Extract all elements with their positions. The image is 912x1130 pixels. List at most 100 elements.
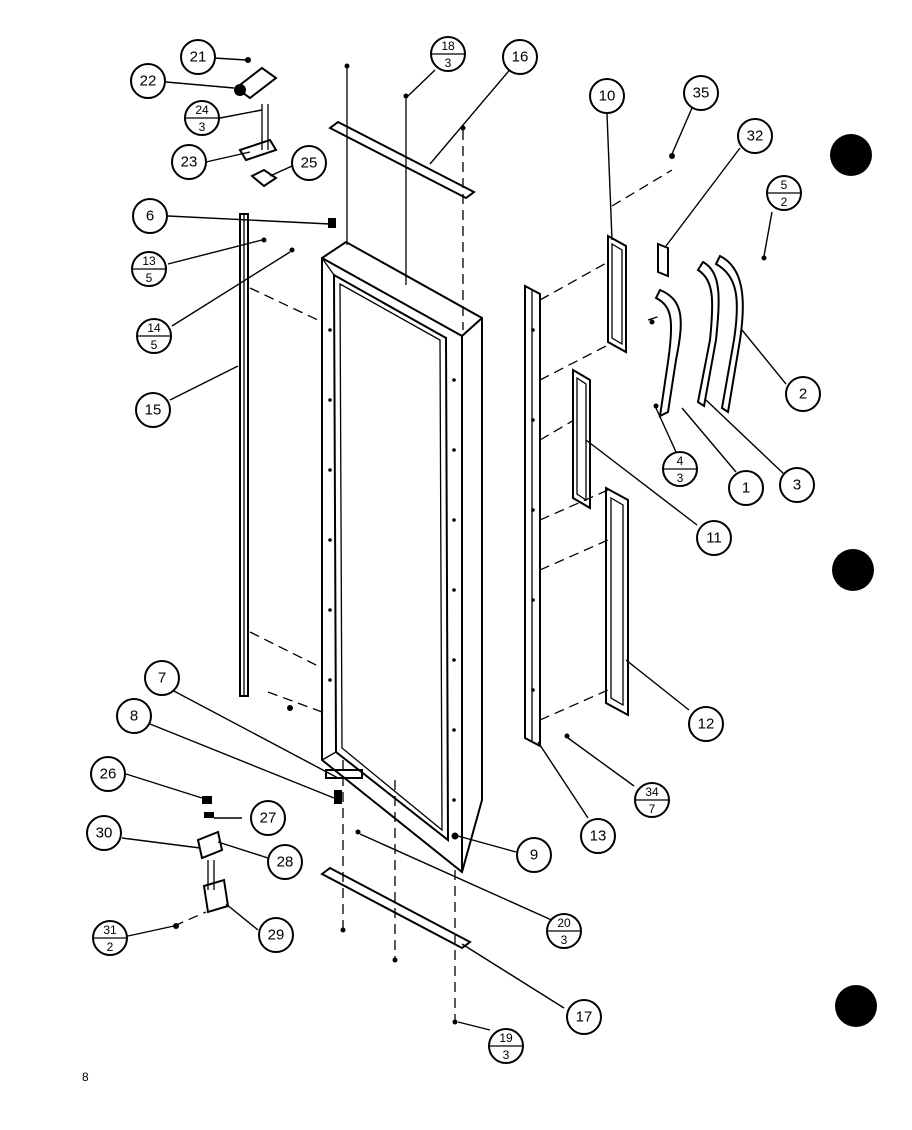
door-panel [321,240,483,874]
callout-16: 16 [502,39,538,75]
svg-text:6: 6 [146,208,154,225]
svg-text:25: 25 [301,155,318,172]
callout-32: 32 [737,118,773,154]
svg-text:5: 5 [151,338,158,352]
svg-text:14: 14 [147,321,161,335]
svg-text:19: 19 [499,1031,513,1045]
callout-21: 21 [180,39,216,75]
svg-text:23: 23 [181,154,198,171]
svg-text:9: 9 [530,847,538,864]
svg-text:35: 35 [693,85,710,102]
svg-text:16: 16 [512,49,529,66]
svg-text:13: 13 [590,828,607,845]
callout-4-over-3: 4 3 [662,451,698,487]
callout-12: 12 [688,706,724,742]
svg-text:22: 22 [140,73,157,90]
upper-screws [261,218,336,711]
callout-22: 22 [130,63,166,99]
callout-11: 11 [696,520,732,556]
callout-24-over-3: 24 3 [184,100,220,136]
callout-8: 8 [116,698,152,734]
lower-hinge-group [173,769,363,929]
page-number: 8 [82,1070,89,1084]
binder-hole-top [830,134,872,176]
svg-text:2: 2 [799,386,807,403]
svg-text:11: 11 [706,530,722,547]
callout-10: 10 [589,78,625,114]
callout-5-over-2: 5 2 [766,175,802,211]
handle-cover-panel-11 [572,368,591,510]
door-handle-assembly [611,169,767,418]
svg-text:8: 8 [130,708,138,725]
svg-text:3: 3 [445,56,452,70]
svg-text:34: 34 [645,785,659,799]
left-gasket-strip [239,213,249,697]
callout-15: 15 [135,392,171,428]
callout-25: 25 [291,145,327,181]
svg-text:7: 7 [158,670,166,687]
svg-text:3: 3 [677,471,684,485]
svg-text:10: 10 [599,88,616,105]
callout-23: 23 [171,144,207,180]
top-trim-strip [328,120,476,200]
callout-3: 3 [779,467,815,503]
svg-text:27: 27 [260,810,277,827]
right-mounting-panel [524,261,609,748]
callout-30: 30 [86,815,122,851]
svg-text:21: 21 [190,49,207,66]
svg-text:26: 26 [100,766,117,783]
svg-text:5: 5 [146,271,153,285]
callout-18-over-3: 18 3 [430,36,466,72]
handle-cover-panel-12 [605,486,629,717]
handle-cover-panel-10 [607,234,627,354]
screw-points [340,63,675,1025]
svg-text:1: 1 [742,480,750,497]
svg-text:31: 31 [103,923,117,937]
binder-hole-bottom [835,985,877,1027]
callout-28: 28 [267,844,303,880]
callout-1: 1 [728,470,764,506]
callout-20-over-3: 20 3 [546,913,582,949]
svg-text:24: 24 [195,103,209,117]
callout-19-over-3: 19 3 [488,1028,524,1064]
callout-13-over-5: 13 5 [131,251,167,287]
callout-2: 2 [785,376,821,412]
callout-31-over-2: 31 2 [92,920,128,956]
callout-17: 17 [566,999,602,1035]
svg-text:2: 2 [781,195,788,209]
svg-text:3: 3 [793,477,801,494]
svg-text:3: 3 [199,120,206,134]
svg-text:3: 3 [561,933,568,947]
top-hinge-group [234,57,278,188]
callout-13: 13 [580,818,616,854]
svg-text:17: 17 [576,1009,593,1026]
svg-text:7: 7 [649,802,656,816]
svg-text:20: 20 [557,916,571,930]
callout-34-over-7: 34 7 [634,782,670,818]
svg-text:32: 32 [747,128,764,145]
svg-text:5: 5 [781,178,788,192]
svg-text:18: 18 [441,39,455,53]
svg-text:15: 15 [145,402,162,419]
assembly-lines [249,66,464,1020]
svg-text:3: 3 [503,1048,510,1062]
bottom-trim-strip [320,866,472,950]
svg-text:12: 12 [698,716,715,733]
callout-26: 26 [90,756,126,792]
svg-text:13: 13 [142,254,156,268]
svg-text:30: 30 [96,825,113,842]
svg-text:4: 4 [677,454,684,468]
binder-hole-middle [832,549,874,591]
callout-7: 7 [144,660,180,696]
callout-29: 29 [258,917,294,953]
callout-6: 6 [132,198,168,234]
svg-text:28: 28 [277,854,294,871]
callout-14-over-5: 14 5 [136,318,172,354]
svg-text:2: 2 [107,940,114,954]
leader-lines [121,57,787,1031]
callout-27: 27 [250,800,286,836]
callout-35: 35 [683,75,719,111]
svg-text:29: 29 [268,927,285,944]
callout-9: 9 [516,837,552,873]
